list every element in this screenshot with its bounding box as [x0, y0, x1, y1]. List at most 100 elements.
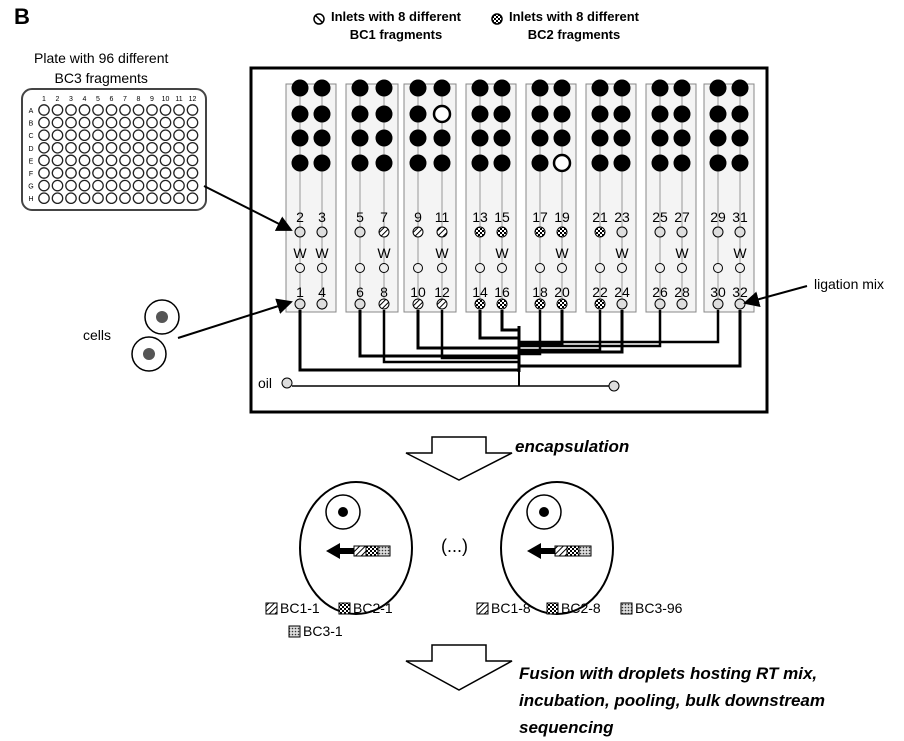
- valve-icon: [591, 154, 609, 172]
- channel: [519, 310, 720, 344]
- plate-well: [119, 192, 131, 205]
- plate-well: [92, 192, 104, 205]
- plate-well: [173, 167, 185, 179]
- plate-well: [78, 116, 91, 129]
- valve-icon: [553, 105, 571, 123]
- valve-icon: [731, 154, 749, 172]
- channel: [519, 310, 662, 348]
- plate-well: [51, 179, 64, 192]
- inlet-number-bottom: 6: [356, 284, 364, 300]
- waste-port-icon: [295, 263, 305, 273]
- inlet-number-top: 13: [472, 209, 488, 225]
- valve-icon: [591, 105, 609, 123]
- waste-port-icon: [595, 263, 605, 273]
- inlet-icon: [354, 226, 366, 238]
- valve-icon: [375, 105, 393, 123]
- waste-port-icon: [535, 263, 545, 273]
- plate-well: [186, 167, 199, 179]
- inlet-number-bottom: 4: [318, 284, 326, 300]
- plate-well: [132, 179, 145, 192]
- plate-well: [119, 141, 131, 154]
- plate-well: [173, 179, 185, 192]
- ellipsis-label: (...): [441, 536, 468, 556]
- plate-well: [65, 167, 77, 179]
- valve-icon: [651, 105, 669, 123]
- plate-well: [38, 129, 50, 142]
- valve-icon: [591, 79, 609, 97]
- plate-col-label: 12: [189, 96, 197, 103]
- valve-icon: [731, 129, 749, 147]
- outlet-icon: [608, 380, 620, 392]
- inlet-number-top: 5: [356, 209, 364, 225]
- legend-bc1-line1: Inlets with 8 different: [331, 9, 462, 24]
- valve-icon: [291, 129, 309, 147]
- plate-well: [92, 167, 104, 179]
- inlet-number-bottom: 10: [410, 284, 426, 300]
- plate-well: [65, 141, 77, 154]
- inlet-icon: [616, 226, 628, 238]
- plate-well: [105, 179, 118, 192]
- plate-col-label: 6: [110, 96, 114, 103]
- channel: [440, 310, 519, 360]
- plate-col-label: 9: [150, 96, 154, 103]
- bc2-swatch: [546, 602, 559, 615]
- valve-icon: [673, 154, 691, 172]
- plate-well: [159, 167, 172, 179]
- inlet-number-top: 21: [592, 209, 608, 225]
- inlet-icon: [712, 298, 724, 310]
- bc3-swatch: [620, 602, 633, 615]
- bc2-swatch: [338, 602, 351, 615]
- plate-col-label: 4: [83, 96, 87, 103]
- waste-port-icon: [413, 263, 423, 273]
- plate-well: [78, 179, 91, 192]
- lane-box: [403, 83, 457, 313]
- plate-well: [146, 104, 158, 116]
- valve-icon: [709, 129, 727, 147]
- valve-icon: [613, 105, 631, 123]
- plate-well: [92, 116, 104, 129]
- valve-icon: [493, 129, 511, 147]
- plate-well: [51, 141, 64, 154]
- microfluidic-diagram: 2W13W4567W891011W12131415W16171819W20212…: [21, 13, 808, 691]
- inlet-number-top: 2: [296, 209, 304, 225]
- plate-well: [186, 192, 199, 205]
- plate-well: [119, 167, 131, 179]
- inlet-number-bottom: 8: [380, 284, 388, 300]
- plate-well: [105, 116, 118, 129]
- valve-icon: [471, 79, 489, 97]
- valve-icon: [291, 105, 309, 123]
- plate-col-label: 8: [137, 96, 141, 103]
- valve-icon: [351, 154, 369, 172]
- lane-box: [285, 83, 337, 313]
- valve-icon: [553, 129, 571, 147]
- lane-box: [345, 83, 399, 313]
- inlet-icon: [436, 226, 448, 238]
- droplet1-bc2: BC2-1: [353, 600, 393, 616]
- plate-well: [132, 154, 145, 167]
- cells-label: cells: [83, 327, 112, 343]
- plate-well: [51, 104, 64, 116]
- legend-bc2: Inlets with 8 different BC2 fragments: [509, 8, 639, 44]
- inlet-number-top: 19: [554, 209, 570, 225]
- plate-well: [65, 192, 77, 205]
- plate-well: [51, 116, 64, 129]
- inlet-number-bottom: 20: [554, 284, 570, 300]
- waste-port-icon: [497, 263, 507, 273]
- valve-icon: [433, 79, 451, 97]
- plate-well: [51, 192, 64, 205]
- valve-icon: [731, 105, 749, 123]
- plate-row-label: G: [28, 184, 33, 191]
- valve-icon: [553, 79, 571, 97]
- legend-bc1-line2: BC1 fragments: [349, 27, 443, 42]
- plate-well: [159, 116, 172, 129]
- plate-col-label: 7: [123, 96, 127, 103]
- plate-well: [65, 104, 77, 116]
- inlet-icon: [412, 226, 424, 238]
- plate-well: [146, 141, 158, 154]
- plate-col-label: 2: [56, 96, 60, 103]
- plate-well: [132, 192, 145, 205]
- droplet1-bc1: BC1-1: [280, 600, 320, 616]
- channel: [382, 310, 519, 364]
- valve-icon: [651, 129, 669, 147]
